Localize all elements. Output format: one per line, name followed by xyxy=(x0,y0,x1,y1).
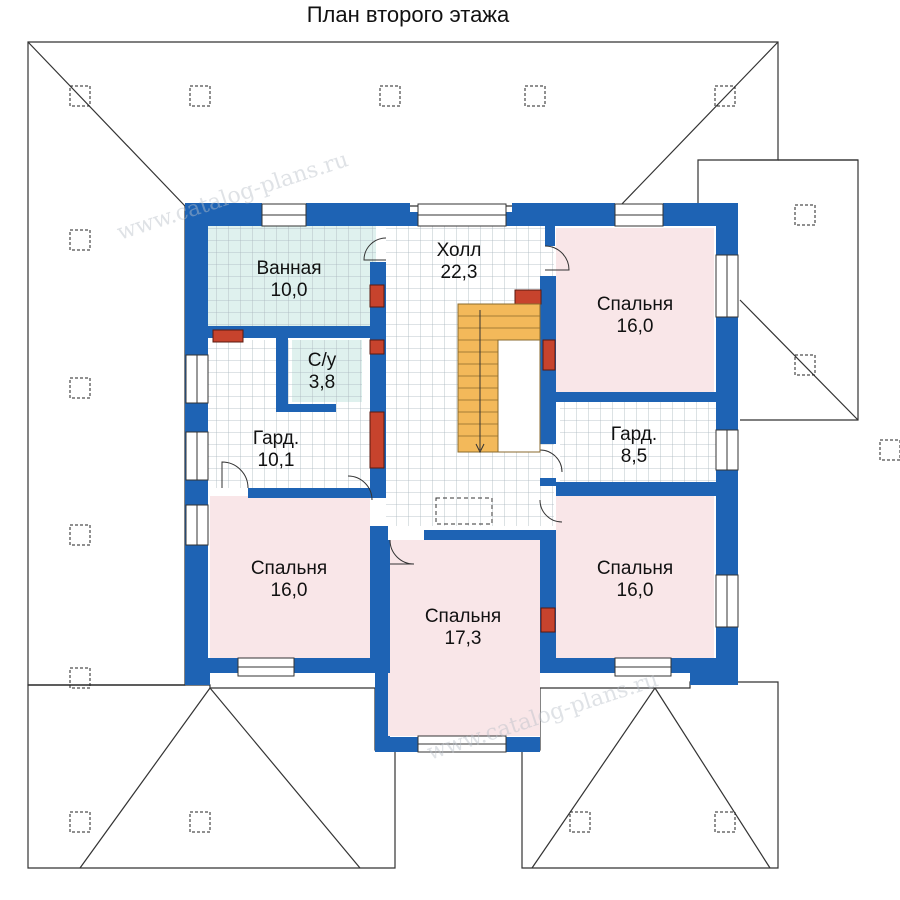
bathroom-floor xyxy=(208,226,376,326)
doors xyxy=(221,237,570,565)
wardrobe-left-floor xyxy=(292,402,370,488)
windows xyxy=(185,203,739,753)
room-bedroom-ne-area: 16,0 xyxy=(617,316,654,337)
wc-floor xyxy=(292,340,362,402)
room-wc-name: С/у xyxy=(308,350,337,371)
bedroom-se-floor xyxy=(556,496,714,658)
room-bathroom-area: 10,0 xyxy=(271,280,308,301)
plan-title: План второго этажа xyxy=(307,2,510,27)
bedroom-s-floor xyxy=(388,540,540,736)
room-wardrobe-right-area: 8,5 xyxy=(621,446,647,467)
room-wardrobe-left-name: Гард. xyxy=(253,428,299,449)
staircase xyxy=(457,303,541,454)
room-hall-area: 22,3 xyxy=(441,262,478,283)
bedroom-sw-floor xyxy=(210,496,370,658)
room-bedroom-se-name: Спальня xyxy=(597,558,673,579)
room-bedroom-s-name: Спальня xyxy=(425,606,501,627)
bedroom-ne-floor xyxy=(556,228,714,392)
room-bedroom-sw-area: 16,0 xyxy=(271,580,308,601)
room-wardrobe-right-name: Гард. xyxy=(611,424,657,445)
room-bedroom-ne-name: Спальня xyxy=(597,294,673,315)
floor-hatch xyxy=(435,497,493,525)
wardrobe-right-floor xyxy=(560,402,716,482)
room-wc-area: 3,8 xyxy=(309,372,335,393)
room-bedroom-sw-name: Спальня xyxy=(251,558,327,579)
room-bathroom-name: Ванная xyxy=(256,258,321,279)
roof-markers xyxy=(69,85,900,833)
room-wardrobe-left-area: 10,1 xyxy=(258,450,295,471)
room-hall-name: Холл xyxy=(437,240,482,261)
room-bedroom-s-area: 17,3 xyxy=(445,628,482,649)
room-bedroom-se-area: 16,0 xyxy=(617,580,654,601)
room-labels: Холл 22,3 Ванная 10,0 С/у 3,8 Гард. 10,1… xyxy=(251,240,673,649)
